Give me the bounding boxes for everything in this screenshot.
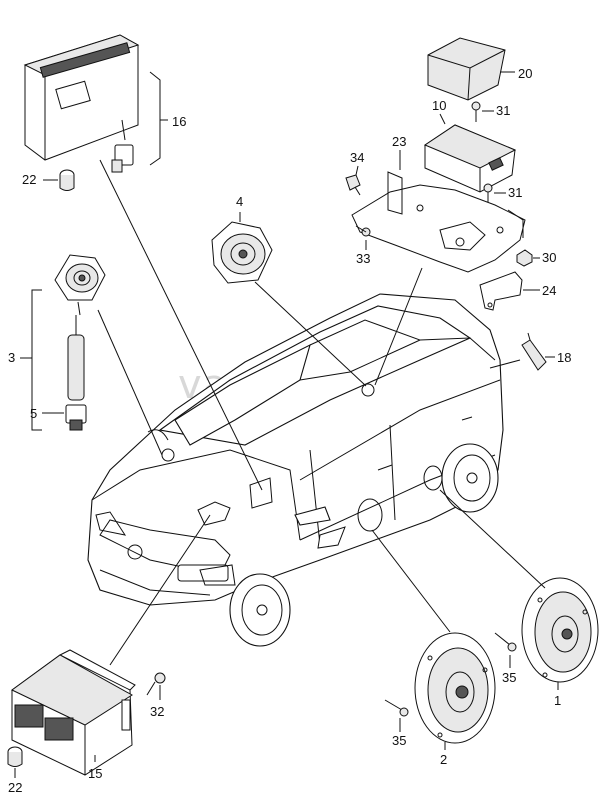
callout-35-front: 35 [392,733,406,748]
bracket-3 [31,289,42,431]
callout-35-rear: 35 [502,670,516,685]
cover-20[interactable] [427,37,506,101]
door-speaker-2[interactable] [414,632,496,744]
door-unit-mark [317,526,346,549]
callout-30: 30 [542,250,556,265]
callout-3: 3 [8,350,15,365]
callout-2: 2 [440,752,447,767]
rear-door-speaker-mark [423,465,443,491]
nut-30[interactable] [516,249,533,267]
front-door-speaker-mark [357,498,383,532]
bolt-33[interactable] [355,225,371,237]
front-wheel [229,573,291,647]
side-mirror [294,506,331,526]
brand-logo [127,544,143,560]
screw-31-top[interactable] [471,101,481,122]
speaker-4[interactable] [211,221,273,284]
callout-10: 10 [432,98,446,113]
screw-32[interactable] [146,672,166,696]
amplifier-15[interactable] [11,649,136,776]
connector-16[interactable] [111,119,134,173]
callout-22-top: 22 [22,172,36,187]
mounting-bracket-23[interactable] [351,171,526,273]
rear-wheel [441,443,499,513]
callout-24: 24 [542,283,556,298]
callout-23: 23 [392,134,406,149]
radio-unit-16[interactable] [23,34,140,161]
bracket-16 [149,71,161,166]
callout-15: 15 [88,766,102,781]
front-grille [177,564,229,582]
glovebox-unit-mark [197,501,231,526]
car-outline [87,293,504,647]
door-speaker-1[interactable] [521,577,599,683]
callout-4: 4 [236,194,243,209]
callout-34: 34 [350,150,364,165]
sensor-18[interactable] [521,332,547,371]
callout-18: 18 [557,350,571,365]
callout-16: 16 [172,114,186,129]
callout-20: 20 [518,66,532,81]
bracket-24[interactable] [479,271,523,311]
callout-31-mid: 31 [508,185,522,200]
dash-unit-mark [249,477,273,509]
callout-31-top: 31 [496,103,510,118]
screw-35-front[interactable] [384,699,409,717]
callout-33: 33 [356,251,370,266]
screw-35-rear[interactable] [494,632,517,652]
callout-5: 5 [30,406,37,421]
screw-34[interactable] [345,174,361,196]
callout-32: 32 [150,704,164,719]
pillar-tweeter-mark [361,383,375,397]
part-22-top[interactable] [59,169,75,191]
tweeter-cable-5[interactable] [65,315,87,431]
callout-1: 1 [554,693,561,708]
part-22-bottom[interactable] [7,746,23,767]
control-module-10[interactable] [423,124,517,193]
callout-22-bottom: 22 [8,780,22,795]
tweeter-3[interactable] [54,254,106,316]
